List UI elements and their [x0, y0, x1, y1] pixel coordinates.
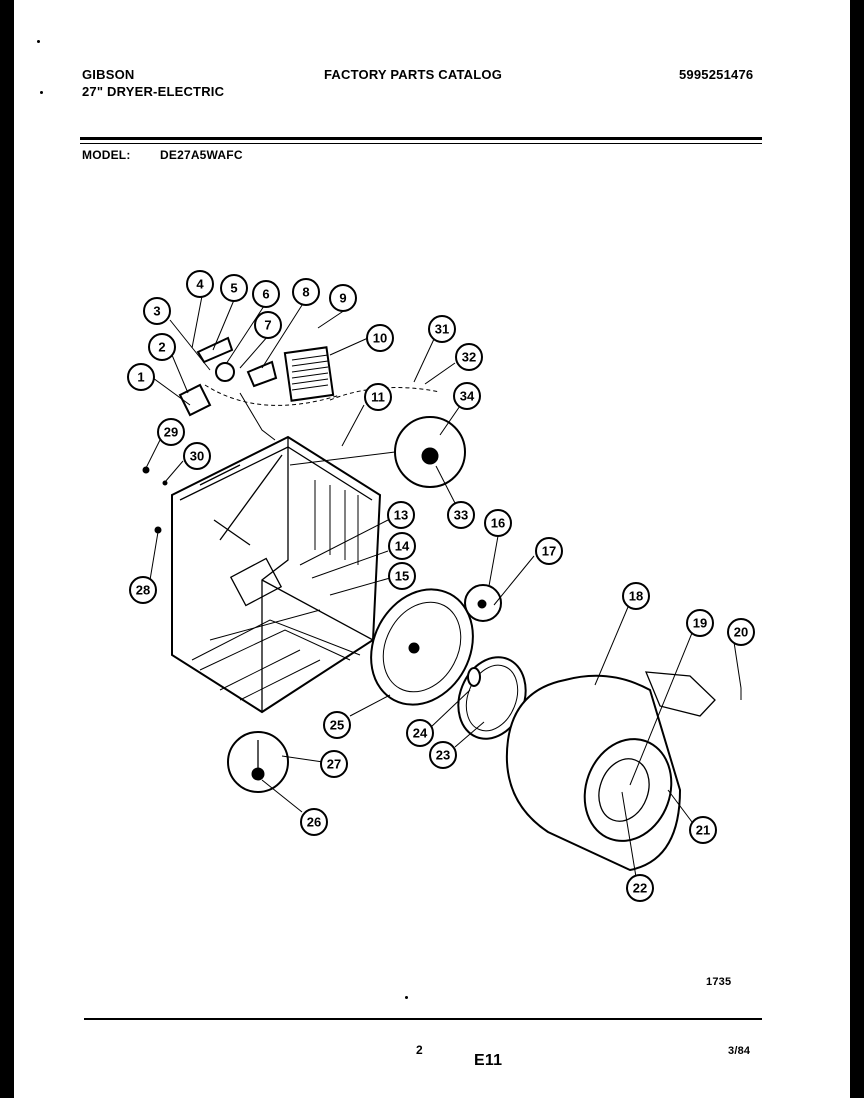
svg-text:11: 11 [371, 390, 385, 405]
svg-text:7: 7 [264, 318, 271, 333]
catalog-title: FACTORY PARTS CATALOG [324, 67, 503, 82]
callout-4: 4 [186, 270, 214, 298]
svg-text:32: 32 [462, 350, 476, 365]
svg-text:25: 25 [330, 718, 344, 733]
svg-text:2: 2 [158, 340, 165, 355]
svg-text:5: 5 [230, 281, 237, 296]
svg-text:24: 24 [413, 726, 428, 741]
svg-text:17: 17 [542, 544, 556, 559]
callout-15: 15 [388, 562, 416, 590]
callout-33: 33 [447, 501, 475, 529]
callout-16: 16 [484, 509, 512, 537]
svg-text:1: 1 [137, 370, 144, 385]
callout-24: 24 [406, 719, 434, 747]
svg-text:14: 14 [395, 539, 410, 554]
callout-25: 25 [323, 711, 351, 739]
callout-23: 23 [429, 741, 457, 769]
callout-7: 7 [254, 311, 282, 339]
callout-14: 14 [388, 532, 416, 560]
callout-6: 6 [252, 280, 280, 308]
callout-34: 34 [453, 382, 481, 410]
leader-lines [145, 295, 742, 878]
header-rule-thin [80, 143, 762, 144]
callout-28: 28 [129, 576, 157, 604]
svg-text:30: 30 [190, 449, 204, 464]
svg-text:22: 22 [633, 881, 647, 896]
callout-18: 18 [622, 582, 650, 610]
scan-speck [37, 40, 40, 43]
callout-5: 5 [220, 274, 248, 302]
header-rule [80, 137, 762, 140]
svg-text:16: 16 [491, 516, 505, 531]
svg-text:31: 31 [435, 322, 449, 337]
callout-29: 29 [157, 418, 185, 446]
callout-30: 30 [183, 442, 211, 470]
svg-text:3: 3 [153, 304, 160, 319]
svg-text:23: 23 [436, 748, 450, 763]
callout-3: 3 [143, 297, 171, 325]
model-label: MODEL: [82, 148, 131, 162]
brand-name: GIBSON [82, 67, 135, 82]
svg-text:13: 13 [394, 508, 408, 523]
model-number: DE27A5WAFC [160, 148, 243, 162]
callout-17: 17 [535, 537, 563, 565]
svg-text:10: 10 [373, 331, 387, 346]
svg-text:28: 28 [136, 583, 150, 598]
svg-text:6: 6 [262, 287, 269, 302]
callout-9: 9 [329, 284, 357, 312]
callout-21: 21 [689, 816, 717, 844]
diagram-code: 1735 [706, 976, 732, 988]
callout-2: 2 [148, 333, 176, 361]
product-title: 27" DRYER-ELECTRIC [82, 84, 225, 99]
svg-text:15: 15 [395, 569, 409, 584]
svg-text:29: 29 [164, 425, 178, 440]
svg-text:26: 26 [307, 815, 321, 830]
scan-speck [851, 235, 854, 238]
callout-10: 10 [366, 324, 394, 352]
catalog-number: 5995251476 [679, 67, 754, 82]
drum-assembly [505, 671, 742, 872]
callout-1: 1 [127, 363, 155, 391]
callout-11: 11 [364, 383, 392, 411]
svg-text:20: 20 [734, 625, 748, 640]
parts-catalog-page [14, 0, 850, 1098]
svg-text:4: 4 [196, 277, 204, 292]
revision-date: 3/84 [728, 1045, 751, 1057]
cabinet-assembly [171, 435, 382, 714]
svg-text:33: 33 [454, 508, 468, 523]
callout-8: 8 [292, 278, 320, 306]
thermostat-detail [289, 387, 466, 488]
scan-speck [40, 91, 43, 94]
footer-rule [84, 1018, 762, 1020]
callout-31: 31 [428, 315, 456, 343]
callout-19: 19 [686, 609, 714, 637]
svg-text:27: 27 [327, 757, 341, 772]
svg-text:18: 18 [629, 589, 643, 604]
callout-13: 13 [387, 501, 415, 529]
svg-text:34: 34 [460, 389, 475, 404]
rear-bulkhead [370, 588, 474, 706]
callout-22: 22 [626, 874, 654, 902]
svg-text:9: 9 [339, 291, 346, 306]
svg-text:21: 21 [696, 823, 710, 838]
callout-20: 20 [727, 618, 755, 646]
callout-32: 32 [455, 343, 483, 371]
callout-26: 26 [300, 808, 328, 836]
svg-text:8: 8 [302, 285, 309, 300]
top-parts [178, 336, 341, 441]
callout-27: 27 [320, 750, 348, 778]
page-number: 2 [416, 1043, 423, 1057]
section-code: E11 [474, 1052, 503, 1069]
svg-text:19: 19 [693, 616, 707, 631]
scan-speck [405, 996, 408, 999]
